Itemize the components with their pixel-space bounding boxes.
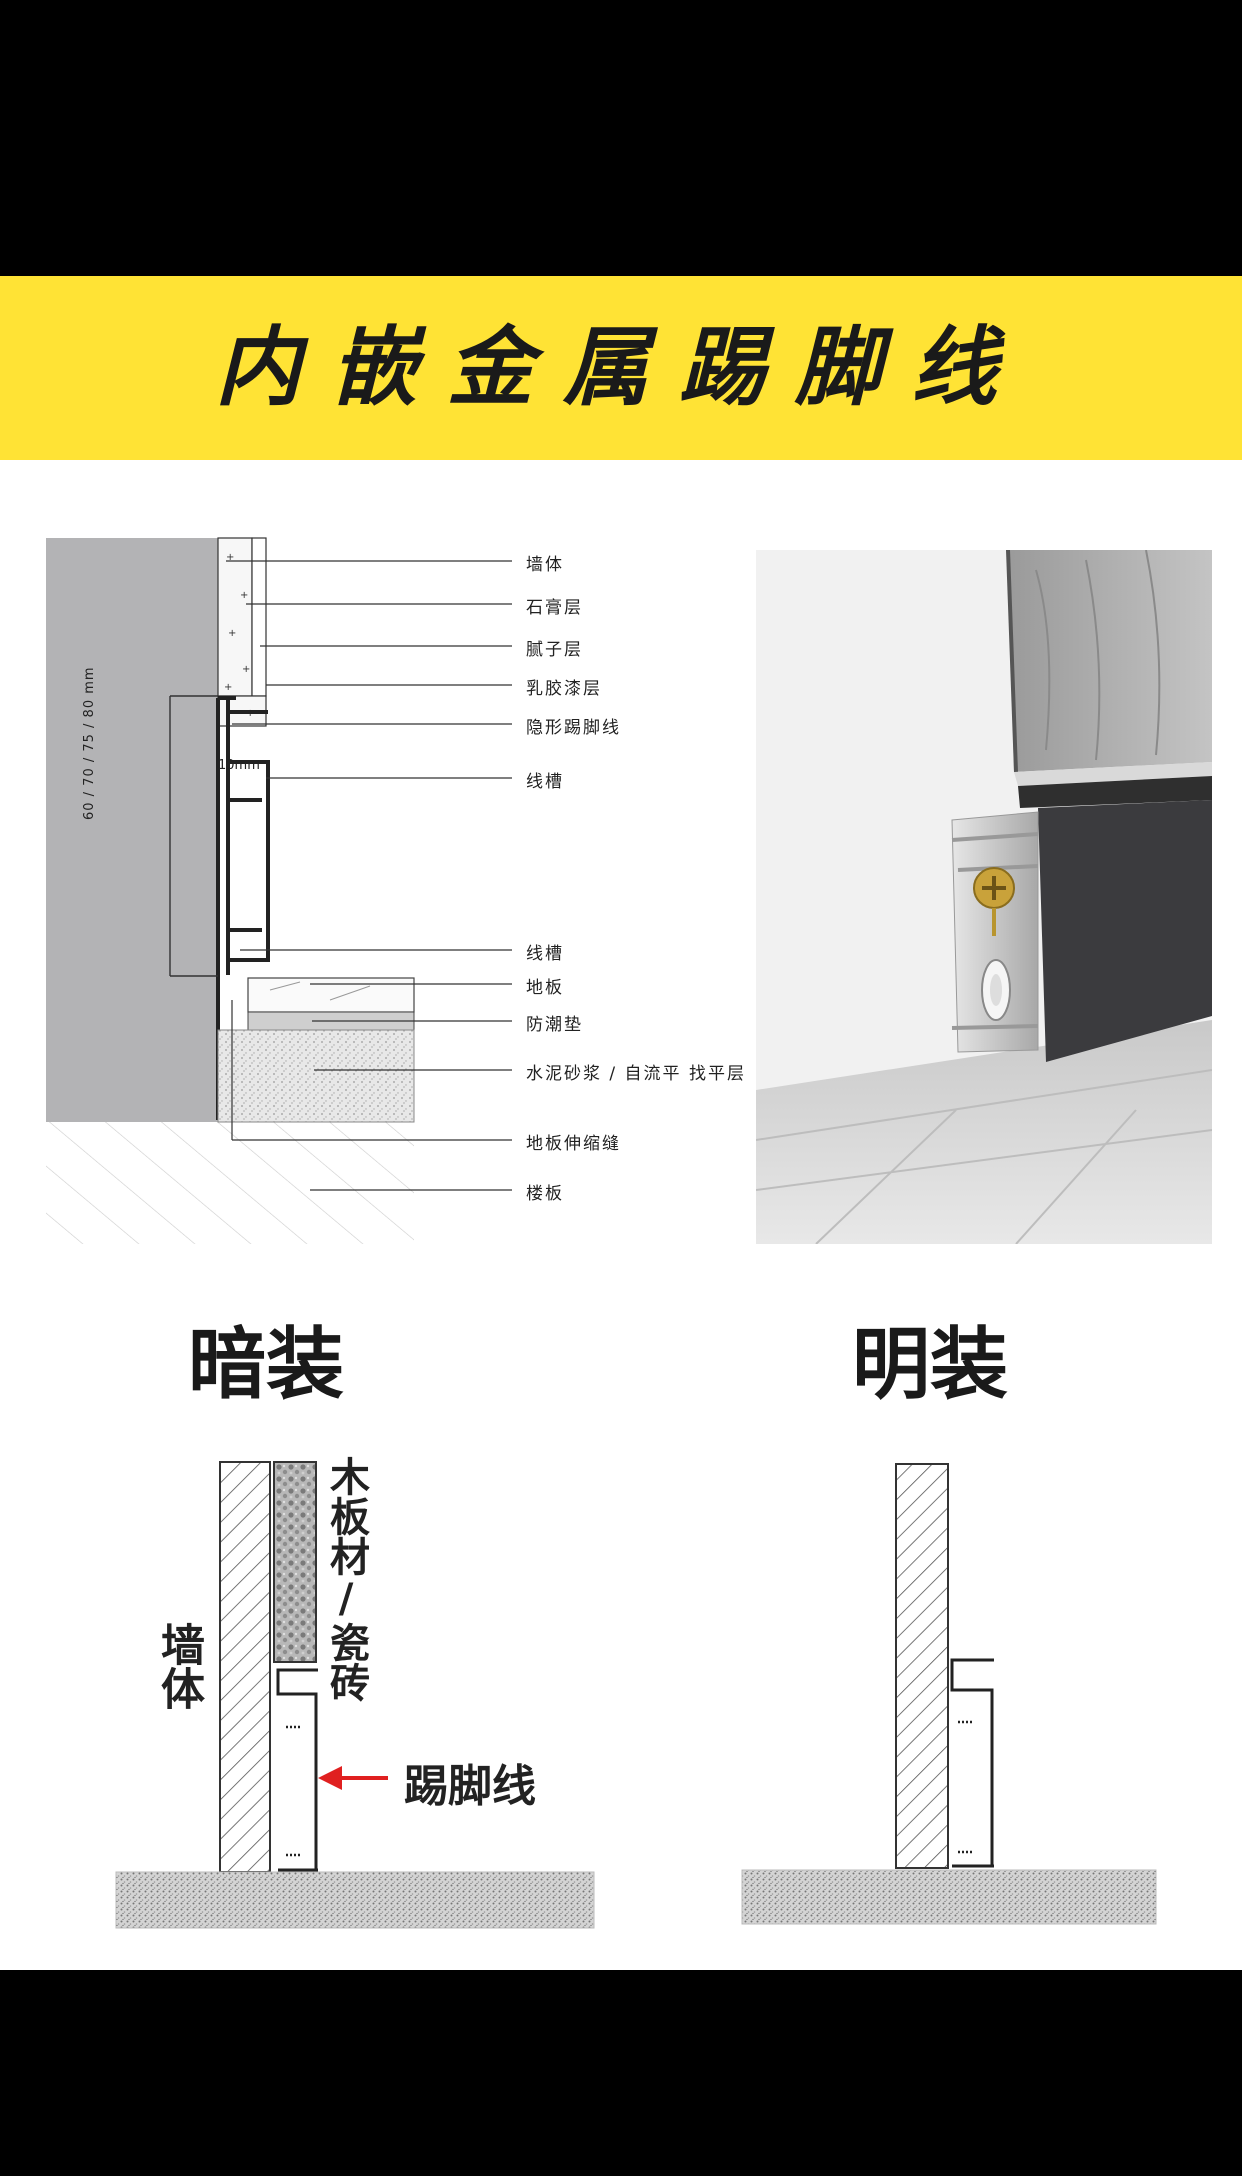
- wall-label: 墙体: [153, 1622, 204, 1710]
- label-moisture-pad: 防潮垫: [526, 1015, 583, 1035]
- floor-screed-left: [115, 1871, 595, 1929]
- label-slab: 楼板: [526, 1184, 564, 1204]
- tile-panel: [273, 1461, 317, 1663]
- product-render: [756, 550, 1212, 1244]
- label-wall: 墙体: [526, 555, 564, 575]
- floor-screed-right: [741, 1869, 1157, 1925]
- label-gypsum: 石膏层: [526, 598, 583, 618]
- gap-label: 10mm: [218, 758, 260, 773]
- skirting-label: 踢脚线: [404, 1761, 536, 1812]
- label-groove-1: 线槽: [526, 772, 564, 792]
- wall-hatch: [219, 1461, 271, 1873]
- label-latex-paint: 乳胶漆层: [526, 679, 602, 699]
- svg-text:+: +: [226, 552, 234, 563]
- svg-text:+: +: [224, 682, 232, 693]
- label-floor: 地板: [526, 978, 564, 998]
- arrow-head: [318, 1766, 342, 1790]
- svg-text:+: +: [242, 664, 250, 675]
- label-groove-2: 线槽: [526, 944, 564, 964]
- page-title: 内嵌金属踢脚线: [215, 318, 1027, 418]
- svg-text:+: +: [240, 590, 248, 601]
- wall-hatch-right: [895, 1463, 949, 1869]
- wall-block: [46, 538, 218, 1122]
- hidden-install-heading: 暗装: [188, 1320, 345, 1410]
- svg-text:+: +: [228, 628, 236, 639]
- label-expansion-gap: 地板伸缩缝: [526, 1134, 621, 1154]
- floor-slab: [46, 1122, 414, 1244]
- label-putty: 腻子层: [526, 640, 583, 660]
- panel-material-label: 木板材/瓷砖: [323, 1456, 369, 1702]
- label-screed: 水泥砂浆 / 自流平 找平层: [526, 1064, 746, 1084]
- exposed-install-heading: 明装: [852, 1320, 1009, 1410]
- title-banner: [0, 276, 1242, 460]
- label-hidden-skirting: 隐形踢脚线: [526, 718, 621, 738]
